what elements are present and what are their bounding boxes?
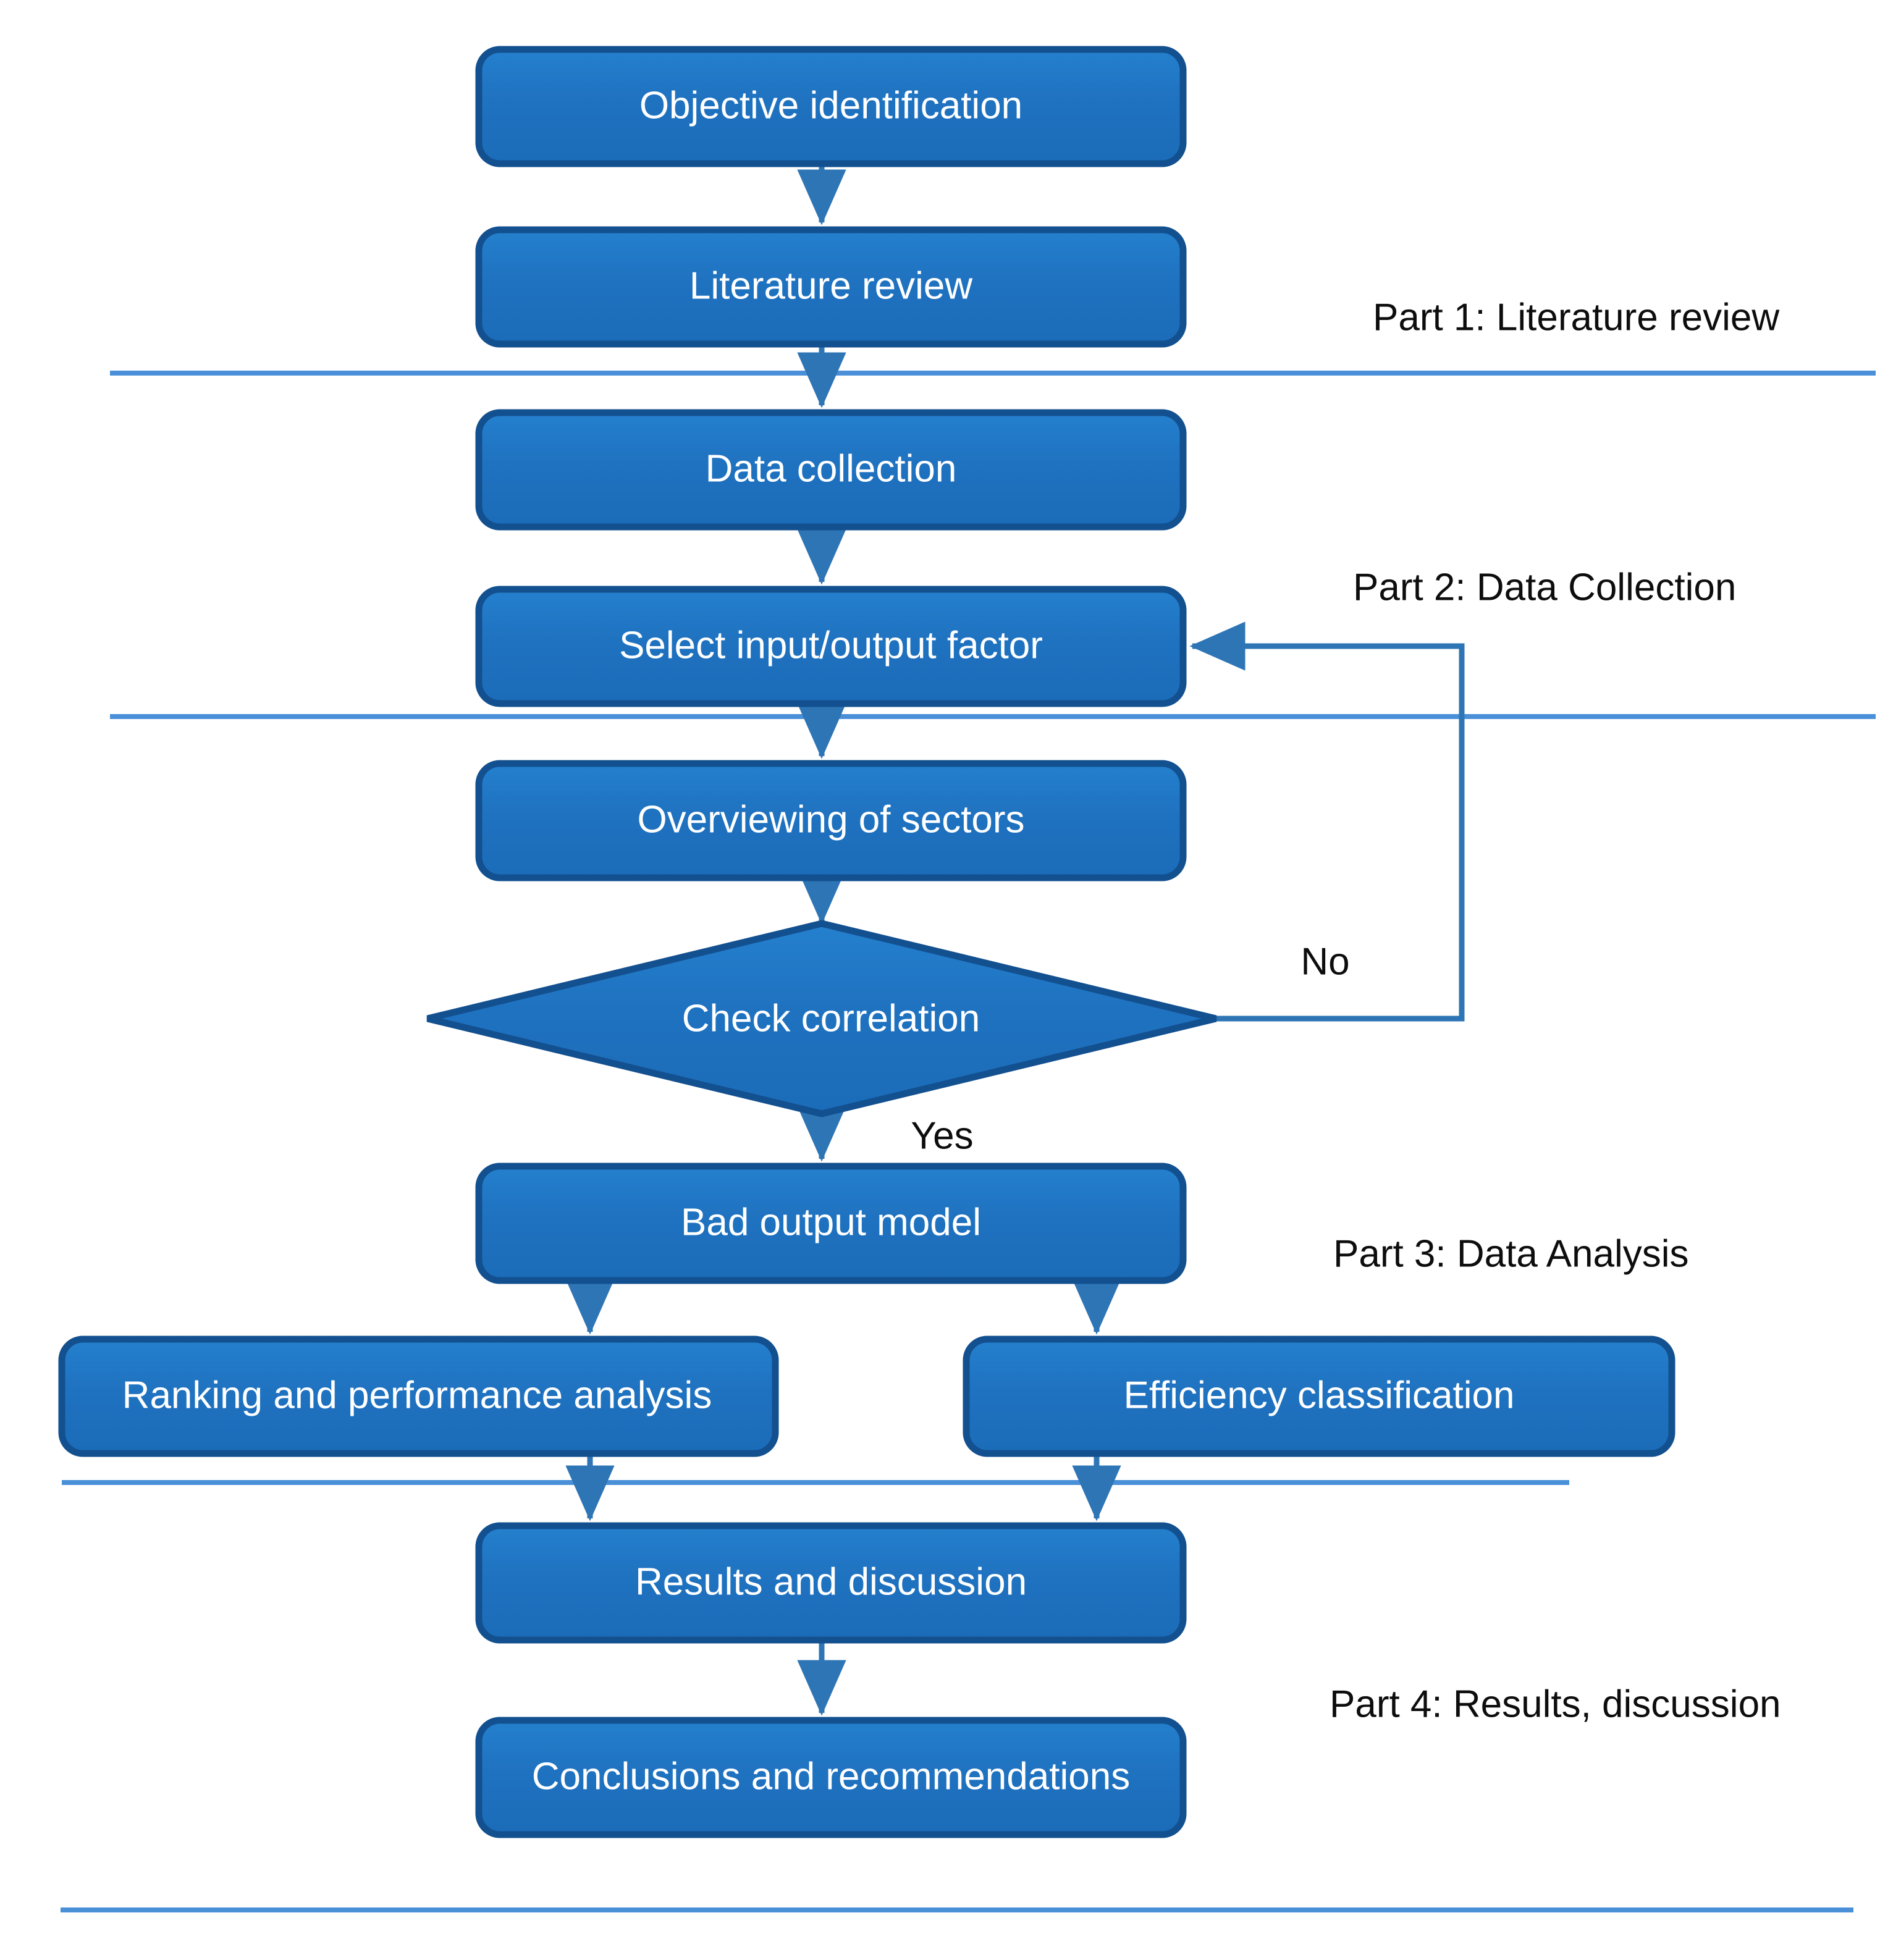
node-shape-diamond [426,920,1217,1117]
part-label-4: Part 4: Results, discussion [1330,1683,1781,1725]
node-shape [475,586,1187,707]
edge-label-yes: Yes [911,1114,973,1157]
node-shape [475,760,1187,881]
node-label: Conclusions and recommendations [532,1755,1130,1798]
part-label-2: Part 2: Data Collection [1353,566,1736,608]
node-objective-identification[interactable]: Objective identification [475,46,1187,167]
node-label: Data collection [706,447,957,490]
edge-labels: No Yes [911,940,1349,1157]
part-label-3: Part 3: Data Analysis [1333,1232,1689,1275]
node-bad-output-model[interactable]: Bad output model [475,1163,1187,1284]
node-efficiency-classification[interactable]: Efficiency classification [963,1335,1675,1457]
edge-checkcorrelation-no-feedback [1189,621,1465,1022]
node-label: Check correlation [682,997,980,1040]
node-shape [475,226,1187,348]
node-shape [475,1163,1187,1284]
node-results-and-discussion[interactable]: Results and discussion [475,1522,1187,1644]
node-shape [475,1717,1187,1838]
edge-label-no: No [1300,940,1349,983]
node-shape [58,1335,779,1457]
node-literature-review[interactable]: Literature review [475,226,1187,348]
node-shape [475,1522,1187,1644]
node-check-correlation[interactable]: Check correlation [426,920,1217,1117]
node-overviewing-of-sectors[interactable]: Overviewing of sectors [475,760,1187,881]
node-label: Literature review [689,264,973,307]
node-label: Select input/output factor [619,624,1043,667]
node-label: Results and discussion [635,1560,1027,1603]
node-label: Ranking and performance analysis [122,1374,712,1416]
node-shape [963,1335,1675,1457]
node-label: Bad output model [681,1201,981,1243]
node-ranking-and-performance-analysis[interactable]: Ranking and performance analysis [58,1335,779,1457]
node-label: Objective identification [639,84,1022,127]
node-shape [475,409,1187,531]
node-data-collection[interactable]: Data collection [475,409,1187,531]
node-shape [475,46,1187,167]
node-label: Overviewing of sectors [637,798,1024,841]
node-select-input-output-factor[interactable]: Select input/output factor [475,586,1187,707]
node-label: Efficiency classification [1124,1374,1515,1416]
part-labels: Part 1: Literature review Part 2: Data C… [1330,296,1781,1725]
section-separators [61,371,1876,1912]
part-label-1: Part 1: Literature review [1373,296,1779,339]
node-conclusions-and-recommendations[interactable]: Conclusions and recommendations [475,1717,1187,1838]
